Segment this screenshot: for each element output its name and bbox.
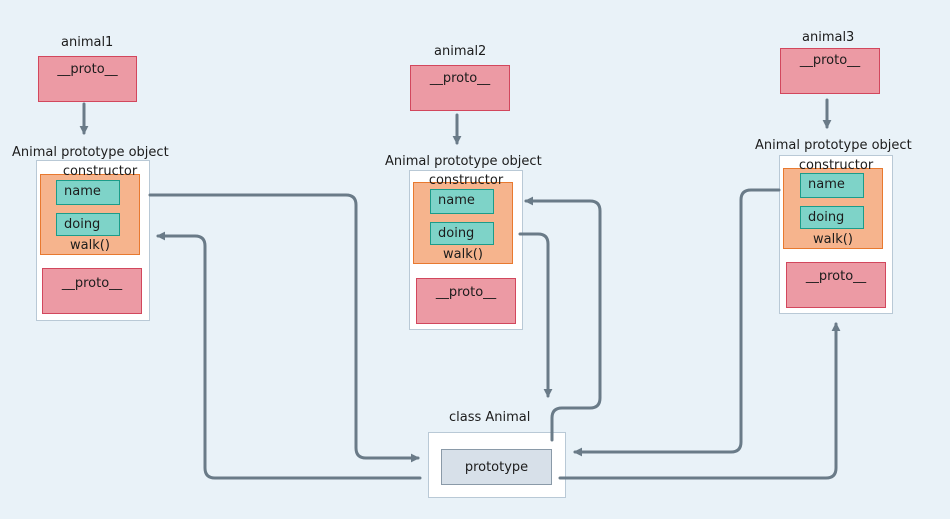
animal3-prototype-object-title: Animal prototype object	[755, 138, 912, 153]
animal3-label: animal3	[802, 30, 855, 45]
arrow-animal3-constructor-to-class	[573, 188, 781, 457]
animal2-constructor-label: constructor	[428, 173, 504, 188]
animal3-method-walk: walk()	[813, 232, 853, 247]
animal2-proto-box: __proto__	[410, 65, 510, 111]
class-animal-title: class Animal	[449, 410, 531, 425]
animal1-inner-proto-box: __proto__	[42, 268, 142, 314]
animal1-label: animal1	[61, 35, 114, 50]
arrow-class-prototype-to-animal2	[524, 196, 602, 442]
animal1-field-name: name	[56, 180, 120, 205]
animal1-proto-box: __proto__	[38, 56, 137, 102]
animal2-field-doing: doing	[430, 222, 494, 245]
arrow-class-prototype-to-animal1	[156, 231, 422, 480]
animal2-field-name: name	[430, 189, 494, 214]
prototype-property-label: prototype	[464, 460, 529, 475]
animal3-field-doing: doing	[800, 206, 864, 229]
animal3-field-name: name	[800, 173, 864, 198]
animal1-constructor-label: constructor	[62, 164, 138, 179]
animal2-inner-proto-box: __proto__	[416, 278, 516, 324]
prototype-property-box: prototype	[441, 449, 552, 485]
animal2-label: animal2	[434, 44, 487, 59]
animal3-inner-proto-box: __proto__	[786, 262, 886, 308]
animal3-constructor-label: constructor	[798, 158, 874, 173]
animal1-field-doing: doing	[56, 213, 120, 236]
arrow-animal1-constructor-to-class	[148, 193, 420, 463]
animal2-method-walk: walk()	[443, 247, 483, 262]
animal1-prototype-object-title: Animal prototype object	[12, 145, 169, 160]
arrow-animal2-constructor-to-class	[518, 232, 553, 398]
arrow-class-prototype-to-animal3	[558, 322, 841, 480]
animal1-method-walk: walk()	[70, 238, 110, 253]
animal3-proto-box: __proto__	[780, 48, 880, 94]
animal2-prototype-object-title: Animal prototype object	[385, 154, 542, 169]
